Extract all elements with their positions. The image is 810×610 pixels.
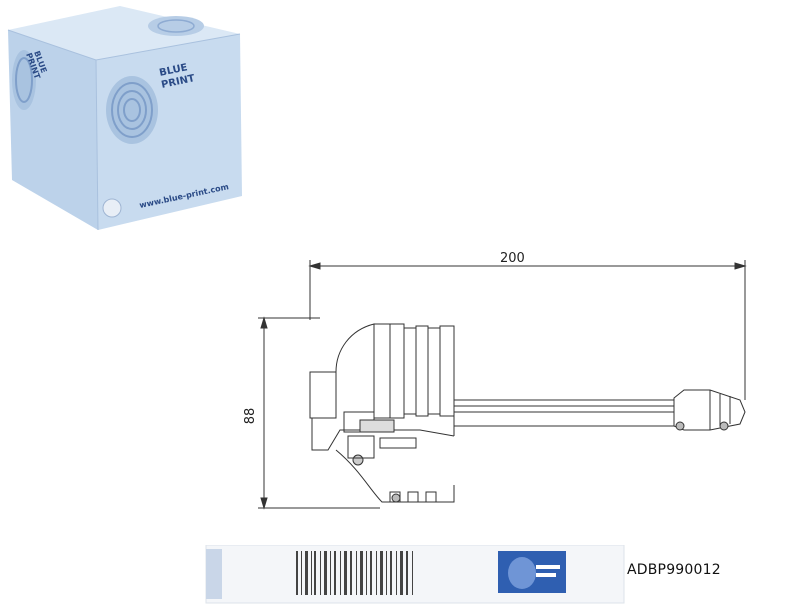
barcode bbox=[296, 551, 413, 595]
filter-housing bbox=[309, 323, 455, 503]
product-label bbox=[200, 544, 630, 605]
drawing-svg: 200 88 bbox=[243, 251, 747, 510]
label-fingerprint-icon bbox=[508, 557, 536, 589]
top-fingerprint-logo bbox=[148, 16, 204, 36]
label-svg bbox=[205, 544, 625, 604]
product-box-illustration: BLUE PRINT BLUE PRINT www.blue-print.com bbox=[7, 6, 242, 231]
dipstick-shaft bbox=[453, 389, 746, 431]
certification-seal-icon bbox=[102, 198, 122, 218]
dim-arrow-left bbox=[308, 262, 321, 270]
box-top-face bbox=[8, 6, 240, 60]
dim-arrow-right bbox=[734, 262, 747, 270]
dim-length-label: 200 bbox=[500, 251, 525, 266]
technical-drawing: 200 88 bbox=[240, 240, 810, 530]
product-box: BLUE PRINT BLUE PRINT www.blue-print.com bbox=[0, 0, 250, 240]
part-number: ADBP990012 bbox=[627, 562, 721, 578]
dim-arrow-bottom bbox=[260, 497, 268, 510]
fingerprint-logo bbox=[106, 76, 158, 144]
dim-arrow-top bbox=[260, 316, 268, 329]
side-fingerprint-logo bbox=[12, 50, 36, 110]
dim-height-label: 88 bbox=[243, 408, 258, 425]
label-side-tab bbox=[206, 549, 222, 599]
